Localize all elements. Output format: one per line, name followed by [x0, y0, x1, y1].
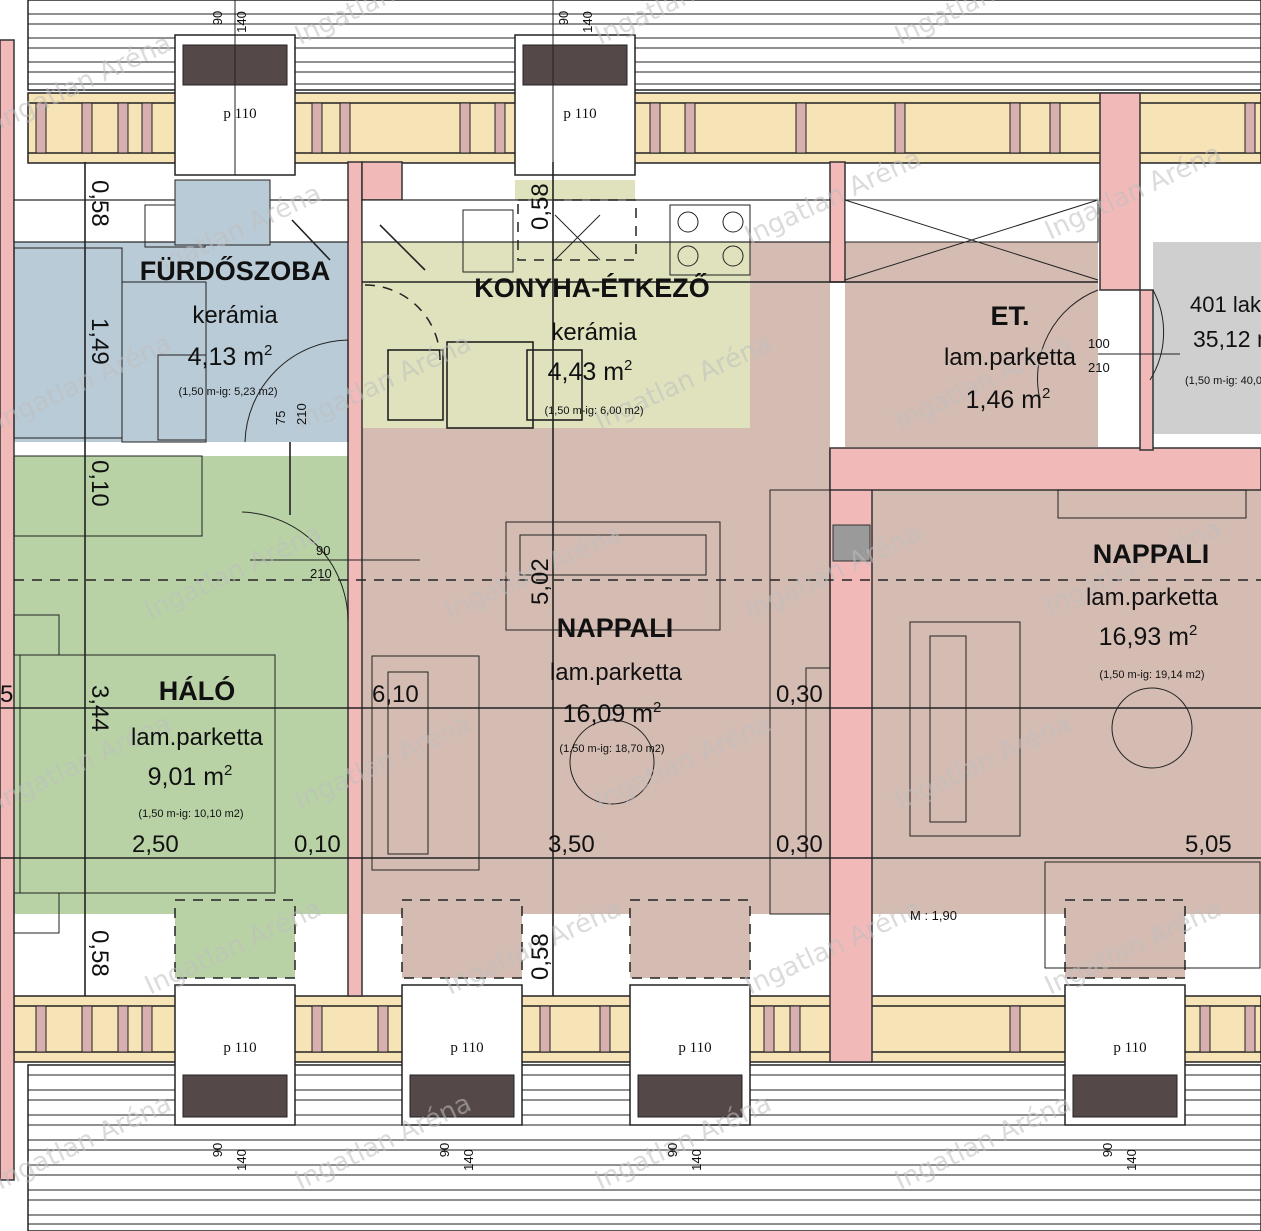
- room-label-nappali-2: NAPPALI lam.parketta 16,93 m2 (1,50 m-ig…: [1086, 539, 1219, 681]
- svg-text:140: 140: [689, 1149, 704, 1171]
- dim-058-bottom: 0,58: [86, 930, 113, 977]
- svg-text:NAPPALI: NAPPALI: [557, 613, 674, 643]
- svg-text:p 110: p 110: [223, 1040, 256, 1056]
- svg-text:90: 90: [556, 11, 571, 25]
- dim-010-h: 0,10: [294, 831, 341, 858]
- door-halo-width: 90: [316, 543, 330, 558]
- room-fills: [14, 180, 1261, 978]
- door-halo-height: 210: [310, 566, 332, 581]
- hall-fill: [845, 242, 1098, 447]
- svg-text:p 110: p 110: [450, 1040, 483, 1056]
- svg-text:lam.parketta: lam.parketta: [944, 344, 1077, 371]
- dim-030-b: 0,30: [776, 831, 823, 858]
- dim-5: 5: [0, 681, 13, 708]
- living2-fill: [872, 490, 1261, 914]
- svg-text:1,46 m2: 1,46 m2: [966, 385, 1051, 414]
- dim-350: 3,50: [548, 831, 595, 858]
- dim-344: 3,44: [86, 685, 113, 732]
- svg-text:140: 140: [461, 1149, 476, 1171]
- svg-text:140: 140: [234, 11, 249, 33]
- svg-text:p 110: p 110: [223, 106, 256, 122]
- svg-text:HÁLÓ: HÁLÓ: [159, 675, 236, 706]
- svg-text:35,12 m2: 35,12 m2: [1193, 324, 1261, 352]
- door-entry-height: 210: [1088, 360, 1110, 375]
- room-label-furdoszoba: FÜRDŐSZOBA kerámia 4,13 m2 (1,50 m-ig: 5…: [140, 255, 331, 398]
- svg-text:p 110: p 110: [678, 1040, 711, 1056]
- svg-text:lam.parketta: lam.parketta: [1086, 584, 1219, 611]
- fixtures: [13, 179, 1261, 969]
- svg-text:(1,50 m-ig: 19,14 m2): (1,50 m-ig: 19,14 m2): [1099, 669, 1204, 681]
- door-bath-height: 210: [294, 403, 309, 425]
- bottom-windows: [174, 899, 1186, 1126]
- room-label-401: 401 lak 35,12 m2 (1,50 m-ig: 40,0: [1185, 292, 1261, 387]
- svg-text:401 lak: 401 lak: [1190, 292, 1261, 317]
- svg-text:140: 140: [1124, 1149, 1139, 1171]
- door-entry-width: 100: [1088, 336, 1110, 351]
- dim-250: 2,50: [132, 831, 179, 858]
- top-windows: [174, 0, 636, 176]
- dim-505: 5,05: [1185, 831, 1232, 858]
- svg-text:90: 90: [665, 1143, 680, 1157]
- height-m190: M : 1,90: [910, 908, 957, 923]
- svg-text:4,13 m2: 4,13 m2: [188, 342, 273, 371]
- window-labels: p 110 p 110 p 110 p 110 p 110 p 110 90 1…: [210, 11, 1147, 1171]
- svg-text:NAPPALI: NAPPALI: [1093, 539, 1210, 569]
- room-label-nappali-1: NAPPALI lam.parketta 16,09 m2 (1,50 m-ig…: [550, 613, 683, 755]
- room-label-konyha: KONYHA-ÉTKEZŐ kerámia 4,43 m2 (1,50 m-ig…: [474, 272, 710, 417]
- door-bath-width: 75: [273, 411, 288, 425]
- svg-text:16,93 m2: 16,93 m2: [1099, 622, 1198, 651]
- svg-text:(1,50 m-ig: 10,10 m2): (1,50 m-ig: 10,10 m2): [138, 808, 243, 820]
- room-label-et: ET. lam.parketta 1,46 m2: [944, 301, 1077, 414]
- bottom-bedroom-strip: [175, 900, 295, 978]
- svg-text:16,09 m2: 16,09 m2: [563, 699, 662, 728]
- svg-text:KONYHA-ÉTKEZŐ: KONYHA-ÉTKEZŐ: [474, 272, 710, 303]
- door-labels: 75 210 90 210 100 210: [273, 336, 1110, 581]
- svg-text:(1,50 m-ig: 5,23 m2): (1,50 m-ig: 5,23 m2): [178, 386, 277, 398]
- svg-text:p 110: p 110: [563, 106, 596, 122]
- room-label-halo: HÁLÓ lam.parketta 9,01 m2 (1,50 m-ig: 10…: [131, 675, 264, 820]
- svg-text:ET.: ET.: [990, 301, 1029, 331]
- timber-posts: [35, 102, 1256, 1053]
- svg-text:(1,50 m-ig: 18,70 m2): (1,50 m-ig: 18,70 m2): [559, 743, 664, 755]
- svg-text:9,01 m2: 9,01 m2: [148, 762, 233, 791]
- svg-text:4,43 m2: 4,43 m2: [548, 357, 633, 386]
- svg-text:kerámia: kerámia: [192, 302, 278, 329]
- kitchen-fill: [362, 242, 750, 428]
- dim-149: 1,49: [86, 318, 113, 365]
- dim-058-top: 0,58: [86, 180, 113, 227]
- neighbor-fill: [1153, 242, 1261, 434]
- svg-text:(1,50 m-ig: 6,00 m2): (1,50 m-ig: 6,00 m2): [544, 405, 643, 417]
- bedroom-fill: [14, 456, 348, 914]
- svg-text:p 110: p 110: [1113, 1040, 1146, 1056]
- svg-text:kerámia: kerámia: [551, 319, 637, 346]
- walls: [0, 39, 1261, 1181]
- dim-610: 6,10: [372, 681, 419, 708]
- dimension-labels: 0,58 1,49 0,10 3,44 0,58 0,58 0,58 5,02 …: [0, 180, 1232, 980]
- svg-text:90: 90: [210, 11, 225, 25]
- dim-030-a: 0,30: [776, 681, 823, 708]
- svg-text:90: 90: [1100, 1143, 1115, 1157]
- svg-text:FÜRDŐSZOBA: FÜRDŐSZOBA: [140, 255, 331, 286]
- dim-058-mid-top: 0,58: [527, 183, 554, 230]
- dimension-lines: [0, 162, 1261, 996]
- svg-text:lam.parketta: lam.parketta: [131, 724, 264, 751]
- svg-text:(1,50 m-ig: 40,0: (1,50 m-ig: 40,0: [1185, 375, 1261, 387]
- dim-010-v: 0,10: [86, 460, 113, 507]
- dim-058-mid-bottom: 0,58: [527, 933, 554, 980]
- svg-text:140: 140: [580, 11, 595, 33]
- svg-text:90: 90: [437, 1143, 452, 1157]
- svg-text:140: 140: [234, 1149, 249, 1171]
- dim-502: 5,02: [527, 558, 554, 605]
- svg-text:lam.parketta: lam.parketta: [550, 659, 683, 686]
- svg-text:90: 90: [210, 1143, 225, 1157]
- bathroom-fill: [14, 242, 348, 442]
